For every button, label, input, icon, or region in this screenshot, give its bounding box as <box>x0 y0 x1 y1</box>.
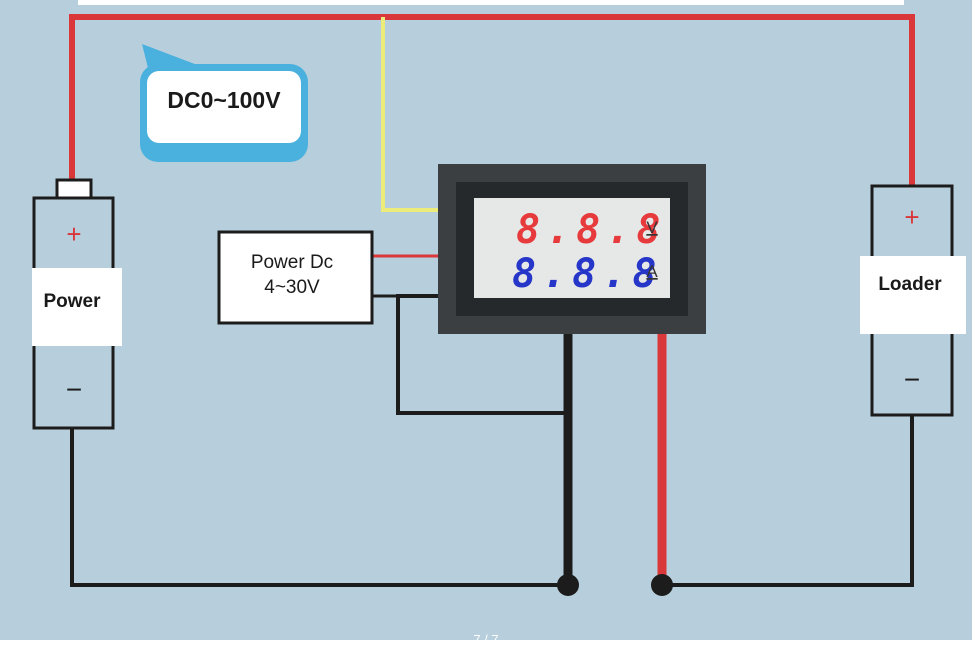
yellow-sense-wire <box>381 17 438 212</box>
power-dc-line1: Power Dc <box>251 252 333 273</box>
current-reading: 8.8.8 <box>512 251 662 297</box>
ground-junction-dot <box>557 574 579 596</box>
loader-battery-label: Loader <box>878 274 942 295</box>
loader-plus-sign: + <box>904 202 919 232</box>
loader-battery: + Loader − <box>860 184 966 417</box>
volt-amp-meter: 8.8.8 V 8.8.8 A <box>438 164 706 334</box>
power-battery: + Power − <box>32 178 122 430</box>
black-loader-return-wire <box>662 415 914 587</box>
range-callout-text: DC0~100V <box>167 87 281 113</box>
top-frame-strip <box>78 0 904 5</box>
power-dc-line2: 4~30V <box>264 277 320 298</box>
red-top-wire <box>69 14 915 186</box>
wiring-diagram: DC0~100V + Power − + Loader − Power Dc 4… <box>32 0 966 596</box>
loader-minus-sign: − <box>904 364 920 395</box>
power-minus-sign: − <box>66 374 82 405</box>
power-dc-supply-box: Power Dc 4~30V <box>217 230 374 325</box>
meter-display <box>474 198 670 298</box>
voltage-reading: 8.8.8 <box>516 207 666 253</box>
current-unit: A <box>646 262 658 281</box>
power-battery-label: Power <box>43 291 101 312</box>
power-plus-sign: + <box>66 219 81 249</box>
voltage-unit: V <box>646 218 658 237</box>
load-junction-dot <box>651 574 673 596</box>
page-counter: 7 / 7 <box>473 632 499 647</box>
gallery-footer: 7 / 7 <box>0 632 972 657</box>
black-ground-wire <box>70 428 568 587</box>
range-callout: DC0~100V <box>140 44 308 162</box>
